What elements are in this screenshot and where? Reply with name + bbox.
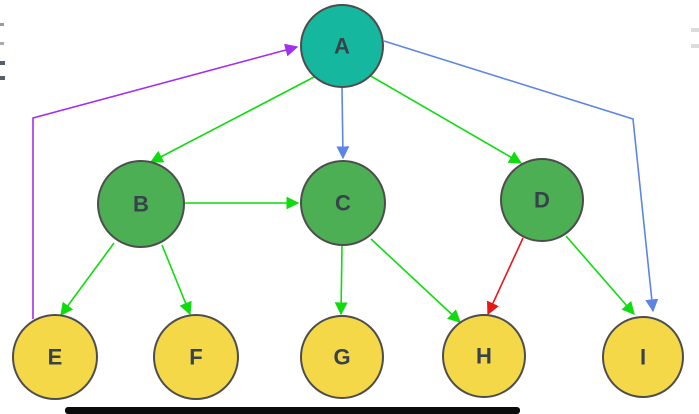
cutoff-glyph-artifact (0, 76, 5, 80)
node-D-label: D (534, 188, 550, 213)
node-G-circle[interactable] (300, 315, 384, 399)
edge-C-H[interactable] (370, 238, 461, 323)
node-B[interactable]: B (97, 160, 185, 248)
node-E-label: E (48, 345, 63, 370)
edge-B-F[interactable] (161, 244, 192, 316)
node-F-label: F (189, 345, 202, 370)
node-E-circle[interactable] (12, 314, 98, 400)
node-I-label: I (640, 345, 646, 370)
edge-A-D[interactable] (368, 74, 523, 164)
edge-D-H[interactable] (486, 237, 524, 316)
edge-C-G[interactable] (334, 244, 348, 316)
node-C-label: C (335, 191, 351, 216)
edge-A-C[interactable] (336, 86, 350, 160)
node-D-circle[interactable] (500, 158, 584, 242)
cutoff-glyph-artifact (691, 44, 699, 48)
node-H-circle[interactable] (442, 314, 526, 398)
edge-E-A[interactable] (32, 43, 299, 319)
edge-A-B[interactable] (149, 75, 317, 163)
cutoff-glyph-artifact (0, 23, 4, 26)
node-F-circle[interactable] (153, 314, 239, 400)
node-I[interactable]: I (602, 316, 684, 398)
node-A-label: A (334, 34, 350, 59)
nodes-layer: A B C D E F G H I (12, 4, 684, 400)
node-A[interactable]: A (300, 4, 384, 88)
cutoff-glyph-artifact (0, 61, 5, 65)
cutoff-glyph-artifact (0, 42, 4, 45)
node-C-circle[interactable] (300, 160, 386, 246)
edge-D-I[interactable] (565, 235, 635, 315)
node-G-label: G (333, 345, 350, 370)
node-G[interactable]: G (300, 315, 384, 399)
node-C[interactable]: C (300, 160, 386, 246)
node-F[interactable]: F (153, 314, 239, 400)
node-I-circle[interactable] (602, 316, 684, 398)
node-D[interactable]: D (500, 158, 584, 242)
edges-layer (32, 40, 659, 323)
cutoff-glyph-artifact (691, 28, 699, 32)
edge-B-E[interactable] (60, 242, 115, 317)
node-H-label: H (476, 344, 492, 369)
node-A-circle[interactable] (300, 4, 384, 88)
node-B-circle[interactable] (97, 160, 185, 248)
edge-A-I[interactable] (383, 40, 659, 313)
node-E[interactable]: E (12, 314, 98, 400)
node-B-label: B (133, 192, 149, 217)
bottom-bar-artifact (65, 407, 520, 414)
node-H[interactable]: H (442, 314, 526, 398)
